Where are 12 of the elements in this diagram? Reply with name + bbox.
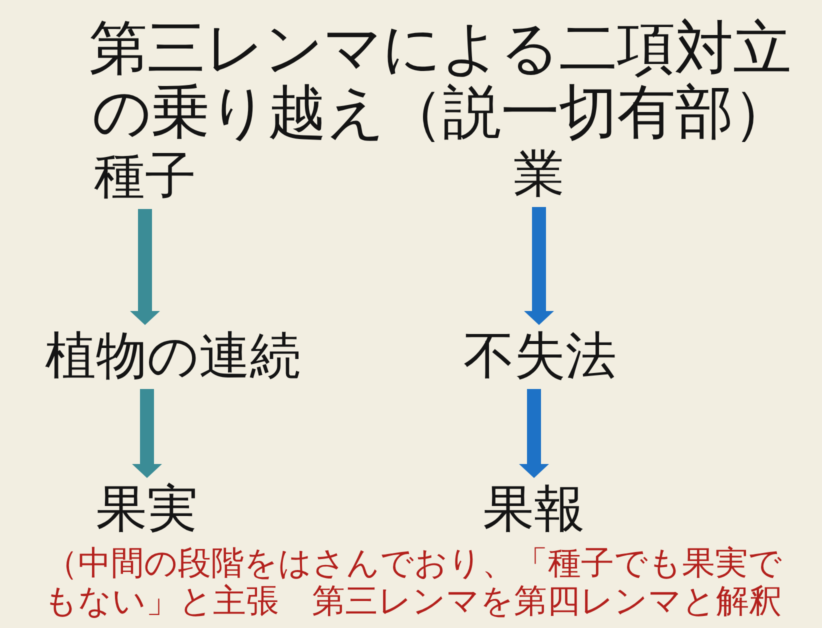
arrow bbox=[132, 389, 162, 478]
step-label: 果報 bbox=[483, 478, 585, 542]
step-label: 植物の連続 bbox=[45, 325, 301, 389]
arrow bbox=[130, 209, 160, 325]
arrow bbox=[519, 389, 549, 478]
arrow bbox=[524, 207, 554, 325]
step-label: 不失法 bbox=[464, 325, 616, 389]
step-label: 種子 bbox=[94, 145, 196, 209]
step-label: 果実 bbox=[96, 478, 198, 542]
note-text: （中間の段階をはさんでおり、「種子でも果実でもない」と主張 第三レンマを第四レンマと解釈 bbox=[44, 544, 783, 620]
title: 第三レンマによる二項対立の乗り越え（説一切有部） bbox=[88, 16, 792, 144]
step-label: 業 bbox=[514, 143, 564, 207]
